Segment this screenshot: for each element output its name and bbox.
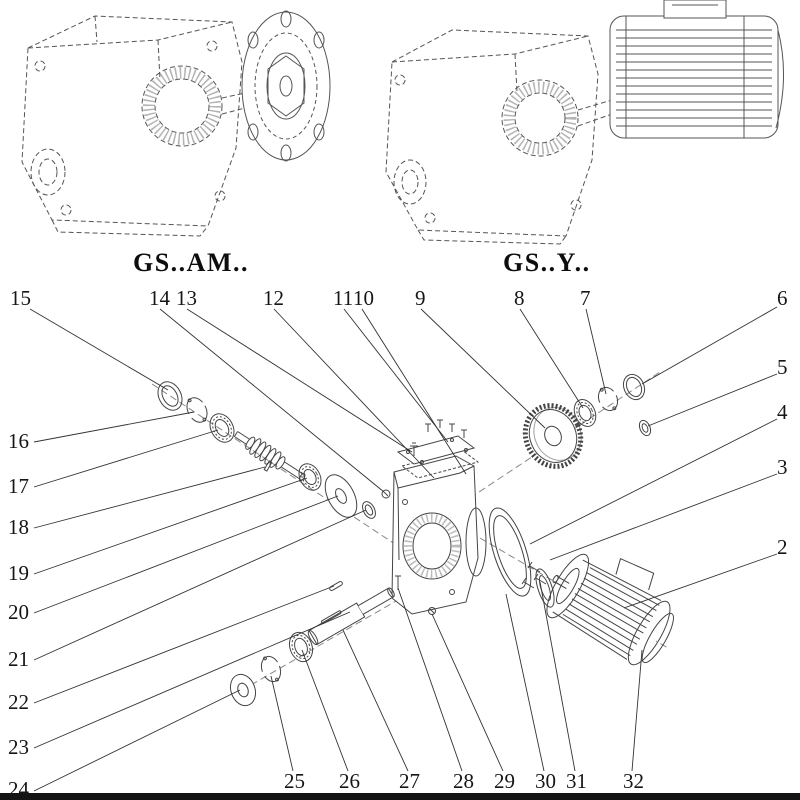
motor-gasket-drawing (535, 568, 555, 608)
bearing-drawing (298, 463, 322, 491)
callout-5: 5 (777, 355, 788, 379)
callout-2: 2 (777, 535, 788, 559)
gearbox-y-drawing (385, 0, 785, 245)
bearing-drawing (573, 399, 597, 427)
screw-drawing (395, 575, 401, 590)
callout-23: 23 (8, 735, 29, 759)
worm-shaft-drawing (233, 431, 306, 482)
housing-drawing (391, 455, 487, 615)
snap-ring-drawing (597, 386, 619, 412)
callout-26: 26 (339, 769, 360, 793)
callout-11: 11 (333, 286, 354, 310)
callout-17: 17 (8, 474, 29, 498)
small-ring-drawing (362, 501, 376, 519)
bearing-drawing (209, 413, 235, 443)
callout-27: 27 (399, 769, 420, 793)
bottom-border (0, 793, 800, 800)
callout-12: 12 (263, 286, 284, 310)
exploded-view-drawing (151, 371, 674, 707)
exploded-motor-drawing (546, 553, 674, 666)
breather-vent-drawing (410, 442, 418, 456)
snap-ring-drawing (260, 655, 282, 683)
callout-3: 3 (777, 455, 788, 479)
callout-25: 25 (284, 769, 305, 793)
snap-ring-drawing (186, 397, 208, 423)
callout-8: 8 (514, 286, 525, 310)
callout-14: 14 (149, 286, 170, 310)
pin-drawing (263, 460, 273, 472)
callout-28: 28 (453, 769, 474, 793)
cover-screws-drawing (425, 419, 467, 438)
key-drawing (329, 581, 343, 591)
callout-32: 32 (623, 769, 644, 793)
callout-22: 22 (8, 690, 29, 714)
callout-21: 21 (8, 647, 29, 671)
callout-15: 15 (10, 286, 31, 310)
callout-20: 20 (8, 600, 29, 624)
callout-4: 4 (777, 400, 788, 424)
callout-18: 18 (8, 515, 29, 539)
ring-drawing (622, 373, 646, 401)
output-flange-drawing (241, 10, 331, 162)
callout-13: 13 (176, 286, 197, 310)
variant-label-gs-am: GS..AM.. (133, 248, 249, 277)
oil-seal-drawing (157, 381, 183, 411)
callout-9: 9 (415, 286, 426, 310)
output-shaft-drawing (307, 587, 395, 646)
callout-6: 6 (777, 286, 788, 310)
callout-31: 31 (566, 769, 587, 793)
callout-30: 30 (535, 769, 556, 793)
callout-29: 29 (494, 769, 515, 793)
callout-7: 7 (580, 286, 591, 310)
washer-drawing (229, 673, 257, 707)
callout-10: 10 (353, 286, 374, 310)
callout-19: 19 (8, 561, 29, 585)
variant-label-gs-y: GS..Y.. (503, 248, 591, 277)
small-ring-drawing (638, 419, 652, 437)
gear-drawing (522, 403, 584, 469)
callout-16: 16 (8, 429, 29, 453)
plug-drawing (381, 489, 391, 499)
flange-seal-drawing (488, 507, 532, 597)
leader-lines (29, 306, 778, 792)
cover-plate-drawing (396, 435, 476, 465)
gearbox-am-drawing (21, 10, 331, 237)
motor-drawing (609, 0, 785, 139)
motor-bolts-drawing (521, 561, 547, 589)
